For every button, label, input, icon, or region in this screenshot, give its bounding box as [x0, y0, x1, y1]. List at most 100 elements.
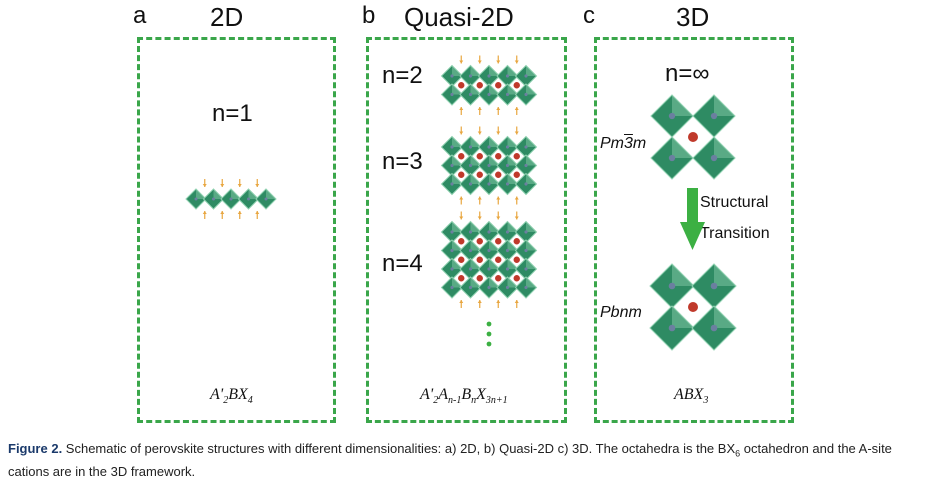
b-site-atom — [710, 324, 718, 332]
ligand-arrow-head — [496, 131, 501, 135]
octahedron-facet — [526, 155, 537, 166]
a-site-cation-icon — [458, 275, 465, 282]
panel-b-frame — [366, 37, 567, 423]
a-site-cation-icon — [476, 275, 483, 282]
a-site-cation-icon — [495, 171, 502, 178]
b-site-atom — [229, 197, 233, 201]
octahedron-facet — [213, 189, 224, 199]
b-site-atom — [450, 145, 454, 149]
octahedron-facet — [452, 258, 463, 269]
octahedron-facet — [489, 65, 500, 76]
ligand-arrow-head — [477, 216, 482, 220]
a-site-cation-icon — [495, 238, 502, 245]
octahedron-facet — [248, 189, 259, 199]
octahedron-facet — [470, 277, 481, 288]
octahedron-facet — [196, 189, 206, 199]
b-site-atom — [487, 267, 491, 271]
panel-c-letter: c — [583, 2, 595, 29]
b-site-atom — [450, 285, 454, 290]
panel-b-n3-label: n=3 — [382, 148, 423, 175]
b-site-atom — [487, 92, 491, 97]
octahedron-facet — [470, 173, 481, 184]
octahedron-facet — [507, 258, 518, 269]
octahedron-facet — [526, 240, 537, 251]
ligand-arrow-head — [477, 60, 482, 64]
octahedron-facet — [489, 277, 500, 288]
b-site-atom — [194, 197, 198, 201]
a-site-cation-icon — [513, 171, 520, 178]
b-site-atom — [450, 248, 454, 253]
octahedron-facet — [452, 84, 463, 95]
octahedron-facet — [489, 136, 500, 147]
panel-a-n-label: n=1 — [212, 100, 253, 127]
octahedron-facet — [470, 155, 481, 166]
b-site-atom — [468, 74, 473, 78]
formula-3d: ABX3 — [674, 386, 709, 407]
octahedron-facet — [489, 258, 500, 269]
octahedron-facet — [507, 136, 518, 147]
ligand-arrow-head — [496, 60, 501, 64]
ligand-arrow-head — [514, 60, 519, 64]
ligand-arrow-head — [202, 211, 207, 214]
b-site-atom — [450, 267, 454, 271]
b-site-atom — [668, 282, 676, 290]
octahedron-facet — [489, 155, 500, 166]
panel-b-letter: b — [362, 2, 376, 29]
b-site-atom — [524, 230, 528, 234]
b-site-atom — [505, 145, 510, 149]
space-group-pbnm: Pbnm — [600, 304, 642, 321]
octahedron-facet — [452, 173, 463, 184]
b-site-atom — [710, 154, 718, 162]
octahedron-facet — [507, 155, 518, 166]
b-site-atom — [487, 74, 491, 78]
a-site-cation-icon — [458, 82, 465, 89]
panel-c-title: 3D — [676, 2, 710, 32]
b-site-atom — [468, 267, 473, 271]
b-site-atom — [468, 182, 473, 186]
ellipsis-dots-icon — [486, 331, 492, 337]
b-site-atom — [505, 92, 510, 97]
a-site-cation-icon — [458, 171, 465, 178]
octahedron-facet — [672, 137, 693, 158]
octahedron-facet — [672, 306, 694, 328]
octahedron-facet — [489, 173, 500, 184]
b-site-atom — [505, 182, 510, 186]
octahedron-facet — [507, 277, 518, 288]
ligand-arrow-head — [220, 184, 225, 187]
formula-2d: A'2BX4 — [210, 386, 253, 407]
octahedron-facet — [452, 221, 463, 232]
ligand-arrow-head — [255, 211, 260, 214]
octahedron-facet — [489, 84, 500, 95]
octahedron-facet — [470, 65, 481, 76]
octahedron-facet — [672, 264, 694, 286]
figure-caption: Figure 2. Schematic of perovskite struct… — [8, 440, 920, 481]
b-site-atom — [450, 92, 454, 97]
transition-label: Structural Transition — [700, 187, 770, 249]
space-group-pm3m-bar: 3 — [624, 135, 633, 152]
structural-transition-arrow-head — [680, 222, 705, 250]
b-site-atom — [450, 230, 454, 234]
panel-c-frame — [594, 37, 794, 423]
transition-label-line1: Structural — [700, 194, 769, 211]
a-site-cation-icon — [688, 132, 698, 142]
a-site-cation-icon — [495, 82, 502, 89]
octahedron-facet — [470, 84, 481, 95]
a-site-cation-icon — [495, 153, 502, 160]
ligand-arrow-head — [477, 196, 482, 200]
panel-b-n2-label: n=2 — [382, 62, 423, 89]
octahedron-facet — [452, 136, 463, 147]
ligand-arrow-head — [459, 216, 464, 220]
b-site-atom — [710, 282, 718, 290]
panel-a-title: 2D — [210, 2, 244, 32]
octahedron-facet — [489, 240, 500, 251]
ligand-arrow-head — [477, 300, 482, 303]
octahedron-facet — [452, 155, 463, 166]
ellipsis-dots-icon — [486, 321, 492, 327]
space-group-pm3m: Pm3m — [600, 135, 646, 153]
ligand-arrow-head — [496, 300, 501, 303]
panel-b-n4-label: n=4 — [382, 250, 423, 277]
b-site-atom — [468, 163, 473, 168]
ligand-arrow-head — [477, 107, 482, 110]
octahedron-facet — [714, 264, 736, 286]
